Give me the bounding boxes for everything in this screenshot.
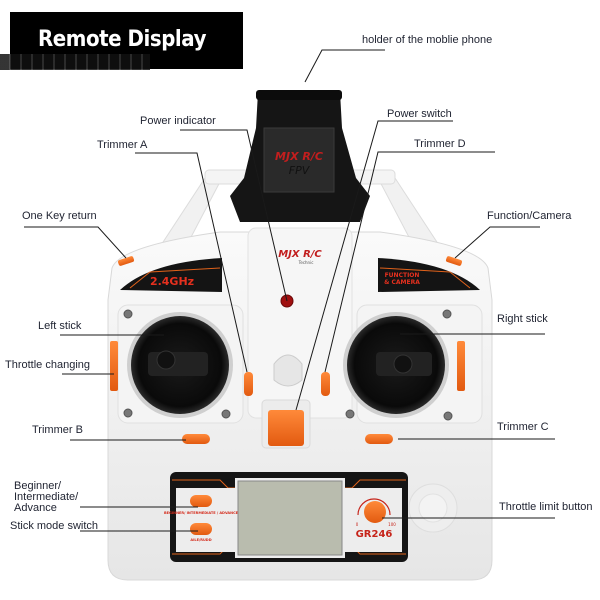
center-grip (273, 354, 303, 387)
label-one-key-return: One Key return (22, 210, 97, 222)
label-function-camera: Function/Camera (487, 210, 572, 222)
function-panel-line2: & CAMERA (384, 279, 420, 286)
lcd-panel (170, 472, 408, 562)
page-title: Remote Display (38, 27, 207, 52)
power-switch[interactable] (268, 410, 304, 446)
label-stick-mode-switch: Stick mode switch (10, 520, 99, 532)
level-button-caption: BEGINNER/ INTERMEDIATE / ADVANCE (164, 511, 239, 515)
level-button[interactable] (190, 495, 212, 507)
lcd-screen (237, 480, 343, 556)
leader-lines (24, 49, 555, 532)
brand-sub: Technic (298, 260, 314, 265)
label-trimmer-d: Trimmer D (414, 138, 466, 150)
phone-holder: MJX R/C FPV (230, 90, 370, 222)
label-right-stick: Right stick (497, 313, 548, 325)
right-side-slider[interactable] (457, 341, 465, 391)
screws (123, 309, 453, 421)
stick-mode-button[interactable] (190, 523, 212, 535)
label-power-indicator: Power indicator (140, 115, 216, 127)
trimmer-d[interactable] (321, 372, 330, 396)
label-throttle-changing: Throttle changing (5, 359, 90, 371)
label-level-2: Intermediate/ (14, 491, 79, 503)
label-holder: holder of the moblie phone (362, 34, 493, 46)
holder-fpv-text: FPV (289, 164, 311, 177)
label-power-switch: Power switch (387, 108, 452, 120)
throttle-limit-knob[interactable] (364, 501, 386, 523)
label-trimmer-c: Trimmer C (497, 421, 549, 433)
knob-max-label: 100 (388, 522, 396, 527)
stick-mode-caption: AILE/RUDD (190, 538, 211, 542)
label-trimmer-a: Trimmer A (97, 139, 148, 151)
frequency-label: 2.4GHz (150, 275, 194, 288)
label-level-3: Advance (14, 502, 57, 514)
label-level-1: Beginner/ (14, 480, 62, 492)
trimmer-a[interactable] (244, 372, 253, 396)
label-left-stick: Left stick (38, 320, 82, 332)
holder-logo: MJX R/C (275, 150, 323, 163)
knob-arc (357, 498, 391, 516)
function-panel-line1: FUNCTION (385, 272, 420, 279)
trimmer-c[interactable] (365, 434, 393, 444)
function-camera-button[interactable] (445, 256, 463, 267)
model-name: GR246 (356, 529, 393, 540)
brand-logo: MJX R/C (278, 249, 322, 260)
knob-min-label: 0 (356, 522, 359, 527)
watermark (0, 54, 150, 70)
left-stick-assembly[interactable] (117, 304, 244, 424)
label-throttle-limit-button: Throttle limit button (499, 501, 593, 513)
trimmer-b[interactable] (182, 434, 210, 444)
throttle-changing-slider[interactable] (110, 341, 118, 391)
label-trimmer-b: Trimmer B (32, 424, 83, 436)
one-key-return-button[interactable] (117, 256, 135, 267)
